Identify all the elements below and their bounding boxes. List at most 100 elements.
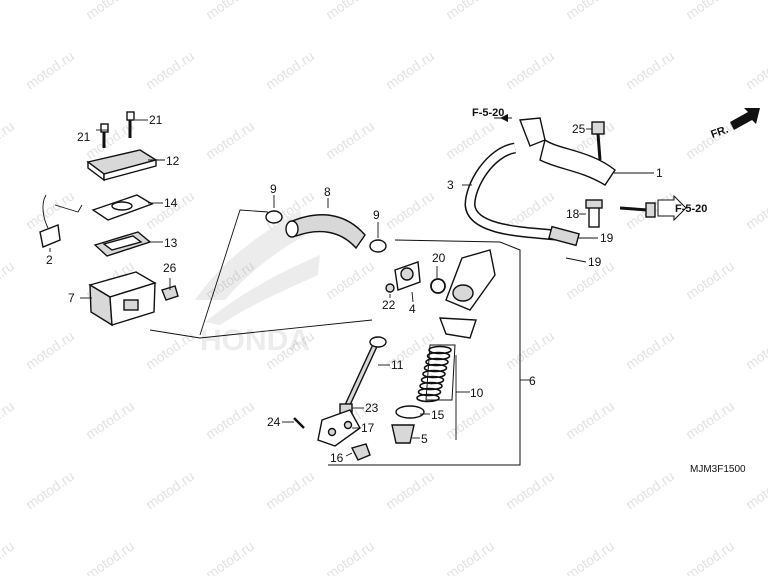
watermark-text: motod.ru [503, 328, 557, 373]
spring-coil [425, 357, 449, 367]
spring-coil [416, 393, 440, 403]
callout-22: 22 [382, 298, 396, 312]
callout-9b: 9 [373, 208, 380, 222]
watermark-text: motod.ru [443, 398, 497, 443]
watermark-text: motod.ru [203, 538, 257, 576]
watermark-text: motod.ru [443, 538, 497, 576]
watermark-text: motod.ru [83, 398, 137, 443]
bolt-21b [100, 123, 109, 148]
reference-arrow-top: F-5-20 [472, 107, 512, 122]
callout-6: 6 [529, 374, 536, 388]
watermark-text: motod.ru [83, 0, 137, 22]
spring-coil [417, 387, 442, 397]
watermark-text: motod.ru [383, 48, 437, 93]
push-rod-11 [343, 336, 387, 406]
o-ring-22 [385, 283, 395, 293]
reference-label-right: F-5-20 [675, 203, 707, 215]
spring-piston-kit [416, 344, 456, 403]
watermark-text: motod.ru [0, 118, 17, 163]
reference-arrow-right: F-5-20 [657, 194, 707, 222]
watermark-text: motod.ru [143, 48, 197, 93]
watermark-text: motod.ru [503, 468, 557, 513]
callout-21b: 21 [77, 130, 91, 144]
callout-26: 26 [163, 261, 177, 275]
spring-coil [419, 381, 443, 391]
fr-label: FR. [709, 124, 730, 141]
master-cylinder-body [438, 249, 496, 339]
watermark-text: motod.ru [0, 398, 17, 443]
watermark-text: motod.ru [383, 468, 437, 513]
watermark-text: motod.ru [383, 188, 437, 233]
watermark-text: motod.ru [203, 398, 257, 443]
callout-9a: 9 [270, 182, 277, 196]
joint-17 [317, 409, 361, 447]
callout-13: 13 [164, 236, 178, 250]
watermark-text: motod.ru [683, 398, 737, 443]
spring-coil [428, 345, 452, 355]
callout-16: 16 [330, 451, 344, 465]
joint-bolt-18 [585, 199, 603, 228]
watermark-text: motod.ru [23, 468, 77, 513]
o-ring-20 [430, 278, 446, 294]
spring-coil [426, 351, 451, 361]
bolt-26 [161, 285, 179, 301]
watermark-text: motod.ru [743, 468, 768, 513]
brake-hose [464, 142, 580, 247]
callout-1: 1 [656, 166, 663, 180]
watermark-text: motod.ru [563, 538, 617, 576]
watermark-text: motod.ru [23, 48, 77, 93]
callout-23: 23 [365, 401, 379, 415]
watermark-text: motod.ru [203, 0, 257, 22]
watermark-text: motod.ru [743, 48, 768, 93]
callout-19b: 19 [588, 255, 602, 269]
spring-coil [423, 363, 448, 373]
union-fitting-4 [394, 261, 421, 291]
bolt-21a [126, 111, 135, 138]
watermark-text: motod.ru [323, 258, 377, 303]
drawing-code: MJM3F1500 [690, 464, 746, 475]
callout-14: 14 [164, 196, 178, 210]
watermark-text: motod.ru [143, 468, 197, 513]
watermark-text: motod.ru [83, 538, 137, 576]
callout-17: 17 [361, 421, 375, 435]
watermark-text: motod.ru [503, 48, 557, 93]
watermark-text: motod.ru [323, 538, 377, 576]
callout-2: 2 [46, 253, 53, 267]
watermark-text: motod.ru [0, 538, 17, 576]
spring-coil [420, 375, 445, 385]
watermark-text: motod.ru [683, 258, 737, 303]
watermark-text: motod.ru [443, 0, 497, 22]
reservoir-hose [285, 214, 366, 250]
reservoir-clamp [39, 194, 83, 248]
watermark-text: motod.ru [323, 118, 377, 163]
watermark-text: motod.ru [743, 188, 768, 233]
watermark-text: motod.ru [143, 188, 197, 233]
honda-logo: HONDA [195, 210, 320, 357]
callout-25: 25 [572, 122, 586, 136]
callout-12: 12 [166, 154, 180, 168]
bolt-25 [591, 121, 605, 161]
pin-16 [350, 443, 371, 461]
hose-clip-9b [369, 239, 387, 253]
callout-18: 18 [566, 207, 580, 221]
watermark-text: motod.ru [563, 0, 617, 22]
watermark-text: motod.ru [623, 48, 677, 93]
reference-label-top: F-5-20 [472, 107, 504, 119]
boot-5 [391, 424, 415, 444]
cotter-pin-24 [293, 417, 305, 429]
callout-4: 4 [409, 302, 416, 316]
seal-15 [395, 405, 425, 419]
bolt-f520 [619, 202, 656, 218]
watermark-text: motod.ru [0, 258, 17, 303]
watermark-text: motod.ru [263, 48, 317, 93]
callout-21a: 21 [149, 113, 163, 127]
callout-7: 7 [68, 291, 75, 305]
watermark-text: motod.ru [0, 0, 17, 22]
watermark-text: motod.ru [683, 0, 737, 22]
spring-coil [422, 369, 446, 379]
watermark-text: motod.ru [203, 118, 257, 163]
hose-bracket [519, 117, 616, 186]
watermark-text: motod.ru [23, 328, 77, 373]
callout-10: 10 [470, 386, 484, 400]
